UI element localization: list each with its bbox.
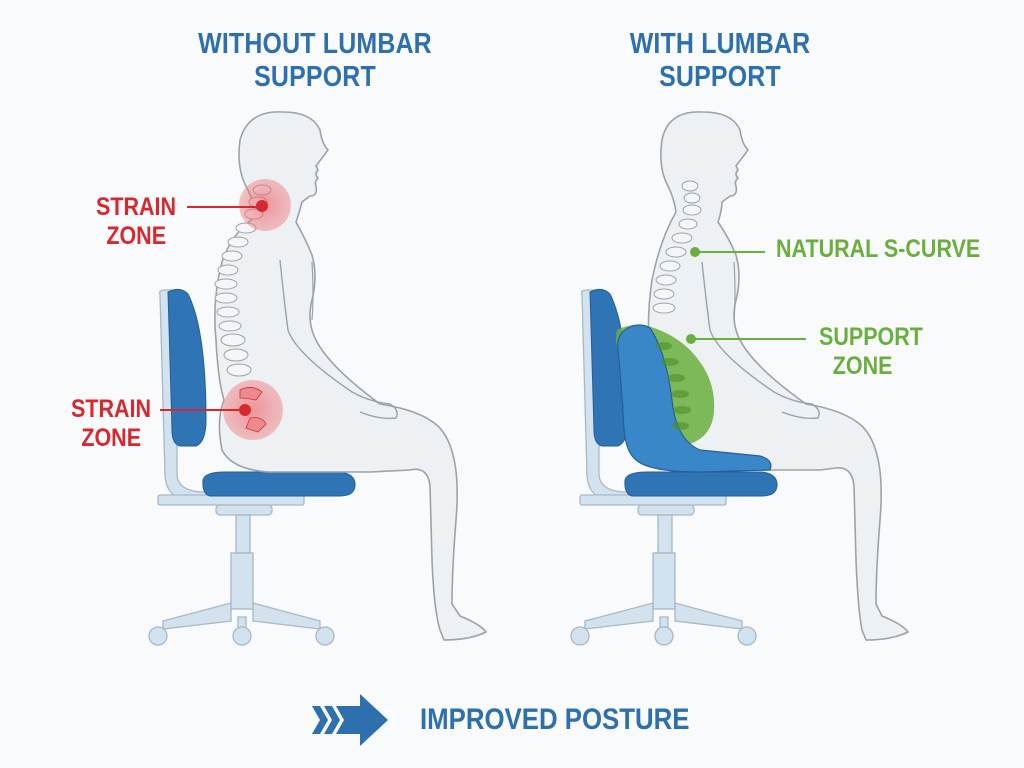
- arrow-right-icon: [312, 694, 388, 746]
- title-line: WITHOUT LUMBAR: [198, 28, 432, 60]
- label-line: STRAIN: [96, 193, 177, 221]
- human-figure-right: [647, 111, 910, 641]
- label-support-zone: SUPPORT ZONE: [819, 323, 923, 381]
- strain-zone-lower-back: [223, 380, 283, 440]
- human-figure-left: [214, 111, 488, 641]
- title-line: SUPPORT: [254, 61, 376, 93]
- label-strain-zone-neck: STRAIN ZONE: [96, 193, 176, 251]
- label-line: SUPPORT: [819, 323, 923, 351]
- chair-right: [570, 288, 778, 646]
- label-line: ZONE: [106, 222, 167, 250]
- lumbar-cushion: [616, 324, 772, 473]
- label-line: STRAIN: [71, 395, 152, 423]
- label-natural-s-curve: NATURAL S-CURVE: [776, 235, 980, 264]
- improved-posture-banner: IMPROVED POSTURE: [310, 690, 733, 750]
- spine-right: [652, 180, 702, 314]
- improved-posture-label: IMPROVED POSTURE: [420, 703, 690, 736]
- title-line: WITH LUMBAR: [629, 28, 811, 60]
- label-line: ZONE: [832, 352, 893, 380]
- leader-natural-s-curve: [690, 247, 765, 257]
- label-strain-zone-lower-back: STRAIN ZONE: [71, 395, 151, 453]
- chair-left: [148, 288, 356, 646]
- strain-zone-neck: [239, 179, 291, 231]
- panel-title-with-support: WITH LUMBAR SUPPORT: [608, 28, 832, 94]
- label-line: ZONE: [81, 424, 142, 452]
- leader-support-zone: [686, 334, 806, 344]
- title-line: SUPPORT: [659, 61, 781, 93]
- panel-title-without-support: WITHOUT LUMBAR SUPPORT: [173, 28, 457, 94]
- label-line: NATURAL S-CURVE: [776, 235, 981, 263]
